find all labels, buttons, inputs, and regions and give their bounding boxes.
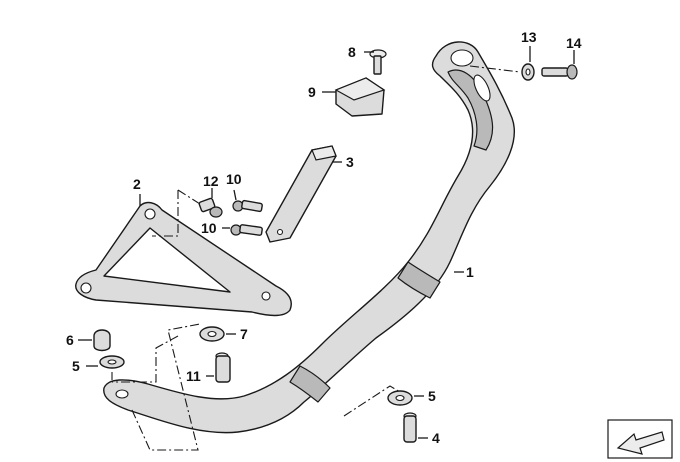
callout-8: 8 [348, 44, 356, 60]
leader-lines [78, 46, 575, 439]
rubber-block-part [334, 77, 386, 117]
washer-lower-right-part [387, 390, 413, 406]
arrow-direction-icon [607, 419, 673, 459]
main-frame-part [103, 41, 515, 434]
callout-14: 14 [566, 35, 582, 51]
callout-10-upper: 10 [226, 171, 242, 187]
triangle-bracket-part [75, 201, 292, 317]
washer-mid-part [199, 326, 225, 342]
callout-11: 11 [186, 368, 201, 384]
cap-nut-part [93, 329, 111, 352]
callout-9: 9 [308, 84, 316, 100]
screw-upper-part [232, 199, 263, 213]
callout-3: 3 [346, 154, 354, 170]
callout-5-right: 5 [428, 388, 436, 404]
bolt-right-part [541, 64, 578, 80]
washer-left-part [99, 355, 125, 369]
assembly-lines [111, 65, 521, 451]
callout-7: 7 [240, 326, 248, 342]
screw-top-part [369, 49, 387, 75]
washer-right-part [521, 63, 535, 81]
callout-5-left: 5 [72, 358, 80, 374]
callout-4: 4 [432, 430, 440, 446]
callout-6: 6 [66, 332, 74, 348]
callout-12: 12 [203, 173, 219, 189]
bar-bracket-part [265, 145, 337, 243]
bolt-mid-part [215, 352, 231, 383]
screw-lower-part [230, 224, 263, 236]
bolt-lower-right-part [403, 412, 417, 443]
small-bolt-part [198, 197, 223, 218]
callout-13: 13 [521, 29, 537, 45]
callout-2: 2 [133, 176, 141, 192]
callout-10-lower: 10 [201, 220, 217, 236]
callout-1: 1 [466, 264, 474, 280]
